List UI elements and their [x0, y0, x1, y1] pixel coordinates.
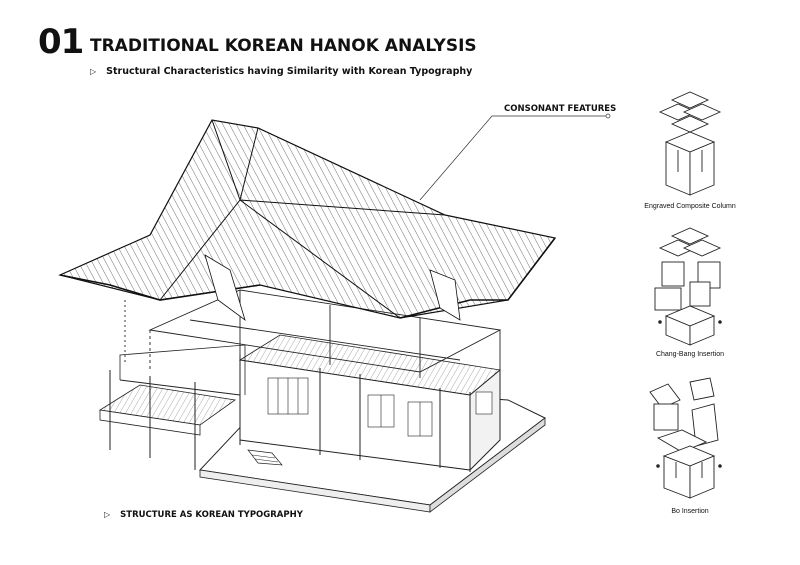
subtitle-text: Structural Characteristics having Simila… [106, 66, 473, 77]
structure-label: ▷ STRUCTURE AS KOREAN TYPOGRAPHY [104, 510, 303, 520]
caption-chang-bang: Chang-Bang Insertion [655, 351, 725, 358]
roof [58, 119, 557, 322]
caption-bo-insertion: Bo Insertion [671, 508, 709, 515]
detail-bo-insertion [649, 377, 722, 499]
leader-line [419, 113, 611, 201]
consonant-features-label: CONSONANT FEATURES [504, 104, 617, 114]
section-number: 01 [38, 22, 84, 62]
page-title: TRADITIONAL KOREAN HANOK ANALYSIS [90, 36, 477, 56]
building-body [98, 334, 501, 472]
page-subtitle: ▷ Structural Characteristics having Simil… [90, 66, 472, 77]
detail-engraved-column [658, 91, 722, 196]
triangle-bullet-icon: ▷ [104, 510, 111, 519]
caption-engraved-column: Engraved Composite Column [644, 203, 736, 210]
structure-text: STRUCTURE AS KOREAN TYPOGRAPHY [120, 510, 303, 520]
detail-chang-bang [654, 227, 722, 346]
beam-frame [124, 289, 502, 378]
triangle-bullet-icon: ▷ [90, 67, 97, 76]
